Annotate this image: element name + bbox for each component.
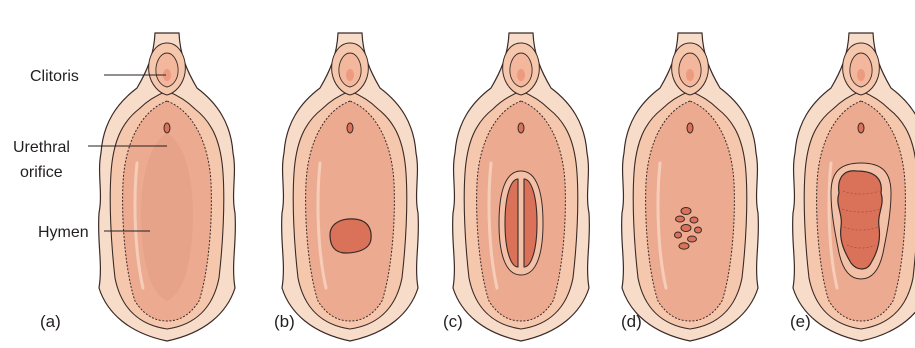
panel-letter-e: (e) [790, 312, 811, 331]
panel-a [99, 33, 236, 341]
panel-letter-d: (d) [621, 312, 642, 331]
hymen-label: Hymen [38, 224, 89, 241]
clitoris-label: Clitoris [30, 68, 79, 85]
panel-letter-b: (b) [274, 312, 295, 331]
panel-c [453, 33, 590, 341]
panel-e [793, 33, 915, 341]
panel-b [282, 33, 419, 341]
urethral-label-line1: Urethral [13, 139, 70, 156]
panel-letter-c: (c) [443, 312, 463, 331]
urethral-label-line2: orifice [20, 164, 63, 181]
panel-d [622, 33, 759, 341]
panel-letter-a: (a) [40, 312, 61, 331]
